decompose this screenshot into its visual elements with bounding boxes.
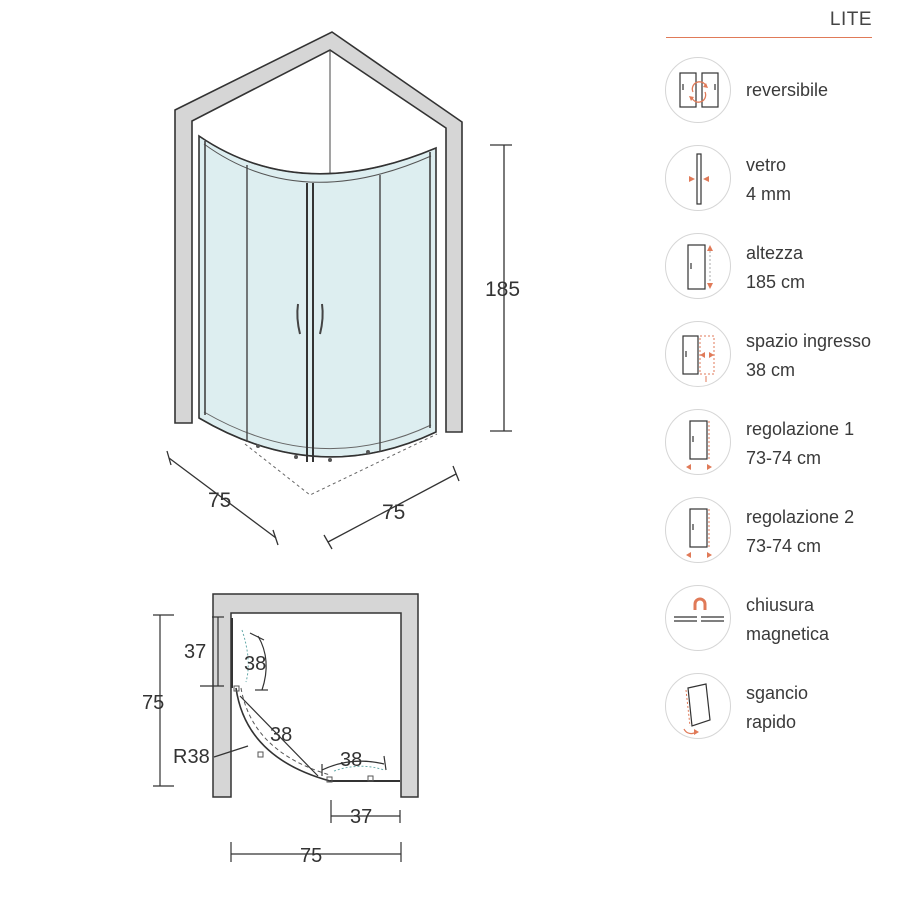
bottom-fixed-label: 37: [350, 806, 372, 828]
width-dimension: [230, 842, 402, 862]
magnetic-closure-icon: [665, 585, 731, 651]
height-label: 185: [485, 278, 520, 301]
opening-top-dimension: [249, 632, 268, 691]
right-width-dimension: [323, 465, 460, 550]
brand-divider: [666, 37, 872, 38]
adjustment-2-icon: [665, 497, 731, 563]
entry-space-icon: [665, 321, 731, 387]
brand-name: LITE: [829, 9, 872, 30]
footprint-outline: [244, 433, 438, 496]
radius-label: R38: [173, 746, 210, 768]
left-width-dimension: [166, 450, 279, 546]
width-label: 75: [300, 845, 322, 867]
feature-reversible: reversibile: [665, 57, 895, 127]
height-dimension: [490, 144, 512, 432]
height-icon: [665, 233, 731, 299]
opening-bottom-dimension: [321, 755, 387, 776]
depth-label: 75: [142, 692, 164, 714]
quick-release-icon: [665, 673, 731, 739]
side-fixed-label: 37: [184, 641, 206, 663]
right-width-label: 75: [382, 501, 405, 524]
plan-walls: [212, 593, 419, 798]
perspective-view: 185 75 75: [166, 31, 520, 550]
opening-bottom-label: 38: [340, 749, 362, 771]
glass-enclosure: [198, 134, 437, 462]
opening-top-label: 38: [244, 653, 266, 675]
left-width-label: 75: [208, 489, 231, 512]
opening-diagonal-label: 38: [270, 724, 292, 746]
opening-diagonal-leader: [239, 695, 319, 777]
radius-leader: [213, 745, 249, 758]
glass-thickness-icon: [665, 145, 731, 211]
adjustment-1-icon: [665, 409, 731, 475]
side-fixed-dimension: [200, 616, 224, 687]
bottom-fixed-dimension: [330, 800, 401, 823]
reversible-icon: [665, 57, 731, 123]
feature-label: reversibile: [746, 80, 829, 100]
depth-dimension: [153, 614, 174, 787]
plan-view: 75 37 38 38 38: [142, 593, 419, 867]
curved-door: [235, 687, 331, 782]
wall-corner: [174, 31, 463, 433]
